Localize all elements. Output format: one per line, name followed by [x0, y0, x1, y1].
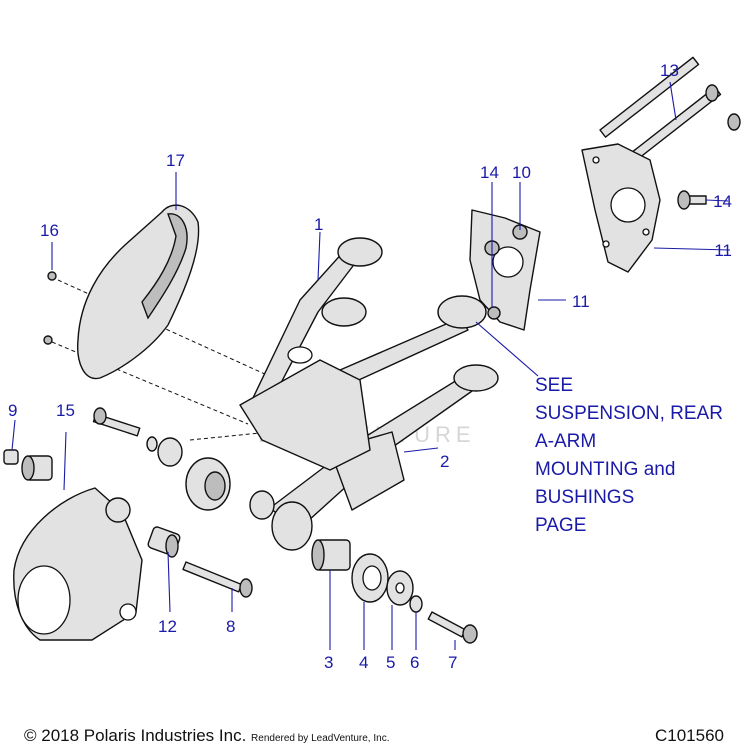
- note-line-3[interactable]: A-ARM: [535, 431, 597, 452]
- callout-14-middle: 14: [480, 163, 499, 182]
- part-15-bushing[interactable]: [21, 455, 53, 481]
- part-4-bearing[interactable]: [351, 553, 389, 603]
- upper-arm-hardware[interactable]: [92, 407, 183, 467]
- part-1-upper-a-arm[interactable]: [239, 237, 487, 471]
- callout-10: 10: [512, 163, 531, 182]
- part-17-shield[interactable]: [77, 204, 200, 380]
- note-line-4[interactable]: MOUNTING and: [535, 459, 676, 480]
- callout-11-right: 11: [714, 241, 732, 260]
- callout-12: 12: [158, 617, 177, 636]
- part-12-sleeve[interactable]: [147, 526, 181, 558]
- part-5-washer[interactable]: [386, 570, 414, 606]
- callout-14-right: 14: [713, 192, 732, 211]
- diagram-code: C101560: [654, 726, 724, 745]
- callout-7: 7: [448, 653, 457, 672]
- rendered-by-text: Rendered by LeadVenture, Inc.: [251, 733, 390, 744]
- callout-16: 16: [40, 221, 59, 240]
- part-11-bracket-right[interactable]: [581, 143, 661, 273]
- callout-2: 2: [440, 452, 449, 471]
- part-3-bushing[interactable]: [311, 539, 351, 571]
- callout-5: 5: [386, 653, 395, 672]
- part-7-bolt[interactable]: [427, 611, 478, 644]
- note-line-6[interactable]: PAGE: [535, 515, 587, 536]
- part-11-bracket-middle[interactable]: [469, 209, 541, 331]
- callout-15: 15: [56, 401, 75, 420]
- part-13-long-bolts[interactable]: [599, 56, 741, 168]
- callout-9: 9: [8, 401, 17, 420]
- leader-lines: [11, 81, 731, 650]
- callout-6: 6: [410, 653, 419, 672]
- lower-arm-bushings[interactable]: [185, 457, 313, 551]
- note-line-1: SEE: [535, 375, 574, 396]
- callout-3: 3: [324, 653, 333, 672]
- knuckle[interactable]: [13, 487, 143, 641]
- callout-8: 8: [226, 617, 235, 636]
- callout-numbers: 1 2 3 4 5 6 7 8 9 10 11 11 12 13 14 14 1…: [8, 61, 732, 672]
- note-line-5[interactable]: BUSHINGS: [535, 487, 635, 508]
- footer-copyright: © 2018 Polaris Industries Inc. Rendered …: [24, 726, 389, 746]
- part-9-nut[interactable]: [3, 449, 19, 465]
- callout-1: 1: [314, 215, 323, 234]
- part-8-bolt[interactable]: [182, 561, 253, 598]
- callout-17: 17: [166, 151, 185, 170]
- callout-4: 4: [359, 653, 368, 672]
- callout-11-middle: 11: [572, 292, 590, 311]
- callout-13: 13: [660, 61, 679, 80]
- part-16-screws[interactable]: [43, 271, 57, 345]
- copyright-text: © 2018 Polaris Industries Inc.: [24, 726, 247, 745]
- part-14-bolt-right[interactable]: [677, 190, 707, 210]
- part-6-washer-small[interactable]: [409, 595, 423, 613]
- note-line-2[interactable]: SUSPENSION, REAR: [535, 403, 723, 424]
